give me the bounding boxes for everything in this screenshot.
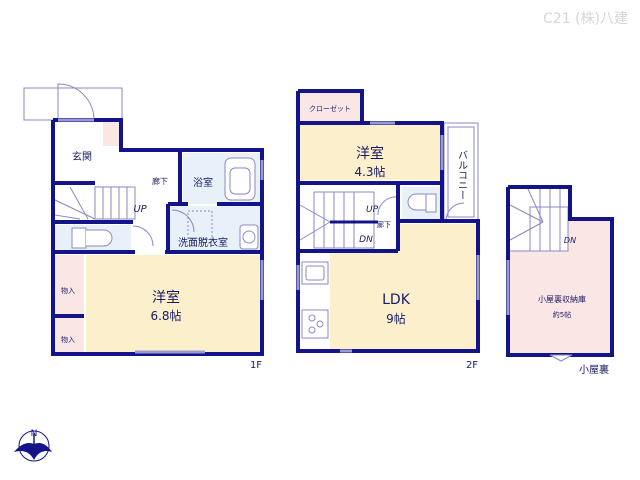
floor-1: 玄関 廊下 浴室 洗面脱衣室 UP 洋室 6.8帖 物入 物入 1F	[23, 83, 264, 371]
room-label-bath: 浴室	[193, 176, 213, 189]
room-label-washroom: 洗面脱衣室	[178, 236, 228, 249]
room-label-attic-storage: 小屋裏収納庫	[538, 294, 586, 304]
stair-label-up-1f: UP	[133, 204, 147, 215]
floor-label-attic: 小屋裏	[579, 363, 609, 376]
room-label-entrance: 玄関	[72, 150, 92, 163]
floor-label-1f: 1F	[250, 360, 262, 371]
stair-label-dn-2f: DN	[359, 235, 373, 245]
attic-floor: DN 小屋裏収納庫 約5帖 小屋裏	[506, 185, 614, 376]
room-label-hallway-1f: 廊下	[152, 176, 168, 186]
room-label-storage-2: 物入	[61, 335, 75, 344]
room-size-western-1f: 6.8帖	[150, 308, 181, 323]
stairs-attic	[509, 188, 569, 252]
western-room-2f-area	[300, 125, 440, 180]
watermark: C21 (株)八建	[543, 11, 628, 27]
room-size-western-2f: 4.3帖	[354, 164, 385, 179]
stairs-1f	[54, 186, 136, 220]
western-room-1f-area	[86, 255, 260, 352]
room-label-hallway-2f: 廊下	[377, 220, 391, 229]
floor-2: クローゼット 洋室 4.3帖 バルコニー 廊下 UP DN LDK 9帖 2F	[296, 89, 480, 371]
room-label-balcony: バルコニー	[456, 150, 468, 200]
compass-north-label: N	[31, 429, 38, 439]
stairs-2f	[299, 191, 375, 249]
walls-2f	[296, 89, 480, 353]
room-label-ldk: LDK	[382, 292, 411, 308]
room-label-western-1f: 洋室	[152, 289, 180, 306]
walls-1f	[51, 118, 264, 356]
floor-label-2f: 2F	[466, 360, 478, 371]
room-label-closet: クローゼット	[309, 104, 351, 113]
shoe-closet	[103, 122, 119, 146]
compass-icon: N	[14, 429, 52, 462]
room-size-attic-storage: 約5帖	[553, 310, 571, 319]
room-label-storage-1: 物入	[61, 286, 75, 295]
stair-label-dn-attic: DN	[564, 236, 576, 245]
stair-label-up-2f: UP	[366, 205, 379, 215]
room-size-ldk: 9帖	[386, 311, 406, 326]
room-label-western-2f: 洋室	[356, 145, 384, 162]
